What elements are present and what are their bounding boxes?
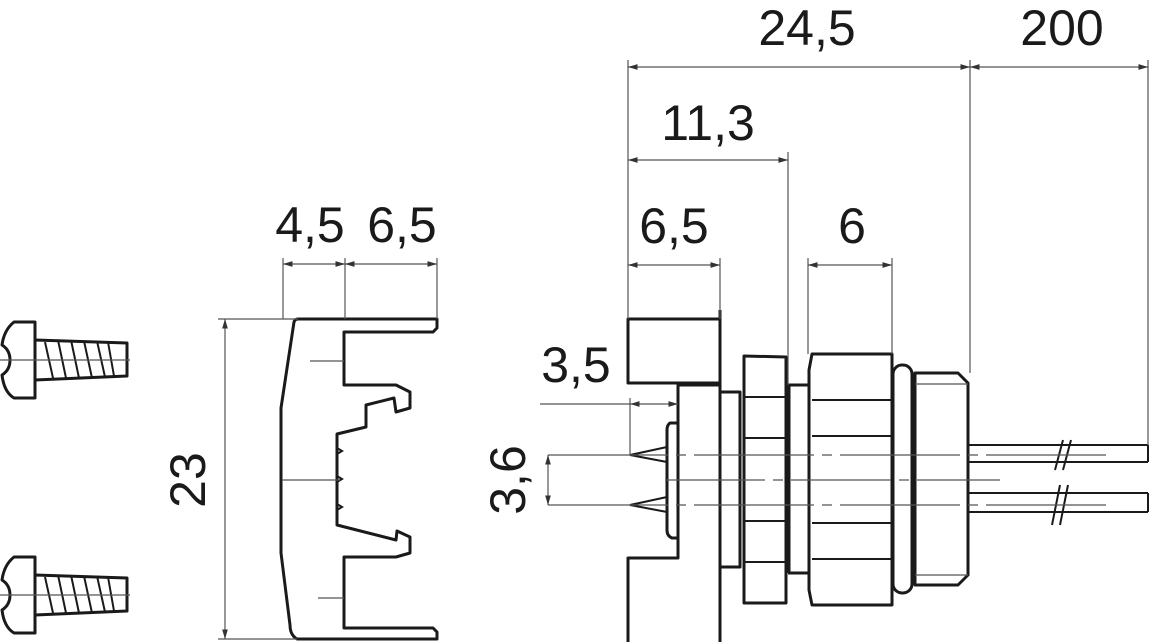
- dim-cable-length: 200: [1020, 0, 1103, 56]
- dim-nut-width: 6: [838, 198, 866, 254]
- clip-dimensions: [218, 258, 438, 640]
- dim-overall-length: 24,5: [758, 0, 855, 56]
- connector-part: [548, 310, 1149, 642]
- clip-part: [279, 317, 439, 641]
- screw-bottom: [0, 555, 130, 635]
- dim-pin-length: 3,5: [541, 337, 611, 393]
- screw-top: [0, 320, 130, 400]
- dim-clip-height: 23: [160, 452, 216, 508]
- dim-block-width: 6,5: [639, 198, 709, 254]
- connector-dimensions: [540, 60, 1149, 505]
- dim-clip-inner: 4,5: [275, 197, 345, 253]
- dim-pin-spacing: 3,6: [480, 445, 536, 515]
- dim-clip-outer: 6,5: [367, 197, 437, 253]
- dim-flange-to-nut: 11,3: [661, 95, 755, 151]
